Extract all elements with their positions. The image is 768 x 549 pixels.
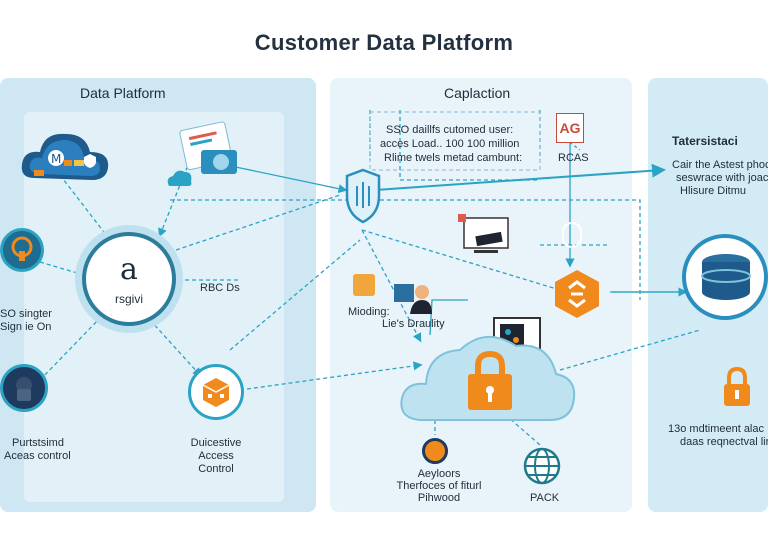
shield-icon xyxy=(345,168,381,224)
sso-label-2: Sign ie On xyxy=(0,321,52,333)
info-line-1: SSO daillfs cutomed user: xyxy=(386,124,514,136)
right-desc-1: Cair the Astest phoc xyxy=(672,159,768,171)
package-icon xyxy=(188,364,244,420)
data-platform-header: Data Platform xyxy=(80,85,166,101)
document-icon xyxy=(167,121,237,186)
access-label-1: Duicestive xyxy=(190,437,242,449)
lock-cloud-icon xyxy=(400,335,576,421)
cloud-server-icon: M xyxy=(21,133,109,180)
right-foot-1: 13o mdtimeent alac xyxy=(668,423,764,435)
caplaction-header: Caplaction xyxy=(444,85,511,101)
orange-hub-icon xyxy=(555,270,599,318)
rbc-label: RBC Ds xyxy=(200,282,240,294)
info-line-2: acces Load.. 100 100 million xyxy=(380,138,520,150)
identity-node: a rsgivi xyxy=(82,232,176,326)
access-label-2: Access xyxy=(198,450,234,462)
tatersistaci-header: Tatersistaci xyxy=(672,134,738,148)
monitor-icon xyxy=(458,214,509,253)
privacy-lock-icon xyxy=(0,364,48,412)
lies-label: Lie's Draulity xyxy=(382,318,445,330)
sso-icon xyxy=(0,228,44,272)
right-foot-2: daas reqnectval lir xyxy=(680,436,768,448)
right-desc-3: Hlisure Ditmu xyxy=(680,185,747,197)
aeyloors-label-1: Aeyloors xyxy=(417,468,461,480)
ag-badge-icon: AG xyxy=(556,113,584,143)
faint-ring-icon xyxy=(562,222,582,248)
padlock-icon xyxy=(724,366,750,406)
user-laptop-icon xyxy=(394,284,432,314)
pack-label: PACK xyxy=(530,492,560,504)
rcas-label: RCAS xyxy=(558,152,589,164)
info-line-3: Rlime twels metad cambunt: xyxy=(384,152,523,164)
sso-label-1: SO singter xyxy=(0,308,52,320)
page-title: Customer Data Platform xyxy=(254,30,514,55)
aeyloors-label-3: Pihwood xyxy=(417,492,461,504)
aeyloors-label-2: Therfoces of fiturl xyxy=(396,480,482,492)
gear-icon xyxy=(422,438,448,464)
mioding-label: Mioding: xyxy=(348,306,390,318)
identity-node-sub: rsgivi xyxy=(114,292,143,306)
svg-text:M: M xyxy=(51,152,61,166)
info-box-frame xyxy=(369,111,541,171)
database-icon xyxy=(682,234,768,320)
globe-icon xyxy=(523,447,561,485)
folder-icon xyxy=(353,274,375,296)
private-label-2: Aceas control xyxy=(4,450,71,462)
access-label-3: Control xyxy=(198,463,234,475)
private-label-1: Purtstsimd xyxy=(12,437,64,449)
identity-node-glyph: a xyxy=(120,252,138,287)
right-desc-2: seswrace with joac xyxy=(676,172,768,184)
